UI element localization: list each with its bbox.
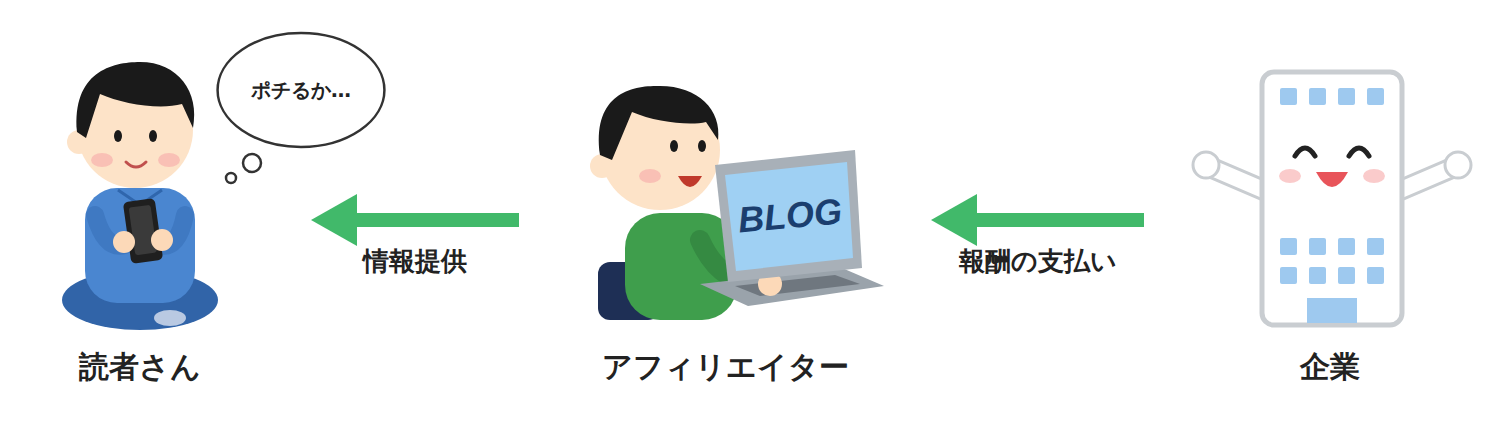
figure-node: 企業 xyxy=(1204,40,1456,405)
company-building-part xyxy=(1280,238,1297,255)
company-building-part xyxy=(1367,267,1384,284)
reader-figure-part xyxy=(158,153,180,167)
company-building-part xyxy=(1338,267,1355,284)
reader-figure-part xyxy=(91,153,113,167)
reader-figure-part xyxy=(154,310,186,326)
company-building-part xyxy=(1338,88,1355,105)
affiliater-figure xyxy=(590,86,884,320)
company-building-part xyxy=(1363,169,1385,183)
company-building xyxy=(1193,72,1471,325)
company-building-part xyxy=(1445,152,1471,178)
screen-text: BLOG xyxy=(737,194,844,239)
company-building-part xyxy=(1295,148,1315,156)
company-building-part xyxy=(1280,267,1297,284)
company-building-part xyxy=(1367,238,1384,255)
affiliater-figure-part xyxy=(599,86,719,160)
thought-text: ポチるか… xyxy=(251,78,351,102)
affiliater-figure-part xyxy=(725,162,853,271)
arrow-head xyxy=(931,194,977,246)
reader-figure-part xyxy=(113,231,135,253)
arrow-connector xyxy=(311,194,519,246)
company-building-part xyxy=(1307,298,1357,323)
company-building-part xyxy=(1309,88,1326,105)
company-building-part xyxy=(1349,148,1369,156)
edge-label: 情報提供 xyxy=(359,246,471,277)
company-building-part xyxy=(1367,88,1384,105)
affiliater-figure-part xyxy=(715,150,862,282)
company-building-part xyxy=(1316,172,1348,187)
arrow-connector xyxy=(931,194,1144,246)
reader-figure-part xyxy=(85,188,195,303)
arrow-head xyxy=(311,194,357,246)
reader-figure-part xyxy=(77,62,195,138)
company-building-part xyxy=(1338,238,1355,255)
reader-figure xyxy=(62,62,218,330)
affiliater-figure-part xyxy=(678,176,702,187)
reader-figure-part xyxy=(114,130,122,142)
thought-trail-part xyxy=(243,154,261,172)
reader-figure-part xyxy=(149,130,157,142)
reader-figure-part xyxy=(151,229,173,251)
edge-label: 報酬の支払い xyxy=(955,246,1121,277)
company-building-part xyxy=(1280,88,1297,105)
thought-trail xyxy=(226,154,261,183)
thought-trail-part xyxy=(226,173,236,183)
affiliater-figure-part xyxy=(639,169,661,183)
arrow-shaft xyxy=(351,213,519,227)
affiliater-figure-part xyxy=(670,140,678,152)
company-building-part xyxy=(1193,152,1219,178)
company-building-part xyxy=(1262,72,1402,325)
company-building-part xyxy=(1309,267,1326,284)
company-building-part xyxy=(1279,169,1301,183)
reader-figure-part xyxy=(126,162,146,167)
arrow-shaft xyxy=(971,213,1144,227)
bubble-ellipse xyxy=(218,33,385,147)
figure-caption: アフィリエイター xyxy=(579,349,871,385)
affiliater-figure-part xyxy=(698,140,706,152)
thought-bubble: ポチるか… xyxy=(215,30,387,150)
figure-caption: 企業 xyxy=(1204,349,1456,385)
figure-caption: 読者さん xyxy=(29,349,251,385)
company-building-part xyxy=(1309,238,1326,255)
